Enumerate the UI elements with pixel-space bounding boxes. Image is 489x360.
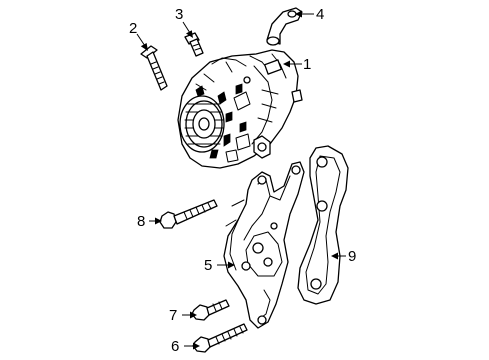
callout-label-4: 4: [316, 6, 324, 23]
part-2-bolt: [140, 45, 168, 91]
callout-7: 7: [169, 307, 197, 324]
callout-label-9: 9: [348, 248, 356, 265]
callout-5: 5: [204, 257, 235, 274]
callout-9: 9: [331, 248, 356, 265]
part-1-alternator: [177, 49, 303, 169]
callout-label-6: 6: [171, 338, 179, 355]
callout-label-7: 7: [169, 307, 177, 324]
part-8-bolt: [159, 199, 218, 229]
callout-4: 4: [295, 6, 324, 23]
callout-2: 2: [129, 20, 148, 51]
callout-8: 8: [137, 213, 162, 230]
part-9-plate: [297, 145, 349, 305]
callout-label-2: 2: [129, 20, 137, 37]
callout-label-1: 1: [303, 56, 311, 73]
part-3-bolt: [184, 32, 204, 57]
callout-label-3: 3: [175, 6, 183, 23]
part-6-bolt: [192, 323, 248, 353]
part-4-bracket: [266, 7, 303, 46]
part-7-bolt: [191, 299, 230, 321]
callout-1: 1: [283, 56, 311, 73]
callout-label-8: 8: [137, 213, 145, 230]
callout-6: 6: [171, 338, 200, 355]
part-5-bracket: [223, 161, 305, 329]
callout-label-5: 5: [204, 257, 212, 274]
callout-3: 3: [175, 6, 193, 38]
